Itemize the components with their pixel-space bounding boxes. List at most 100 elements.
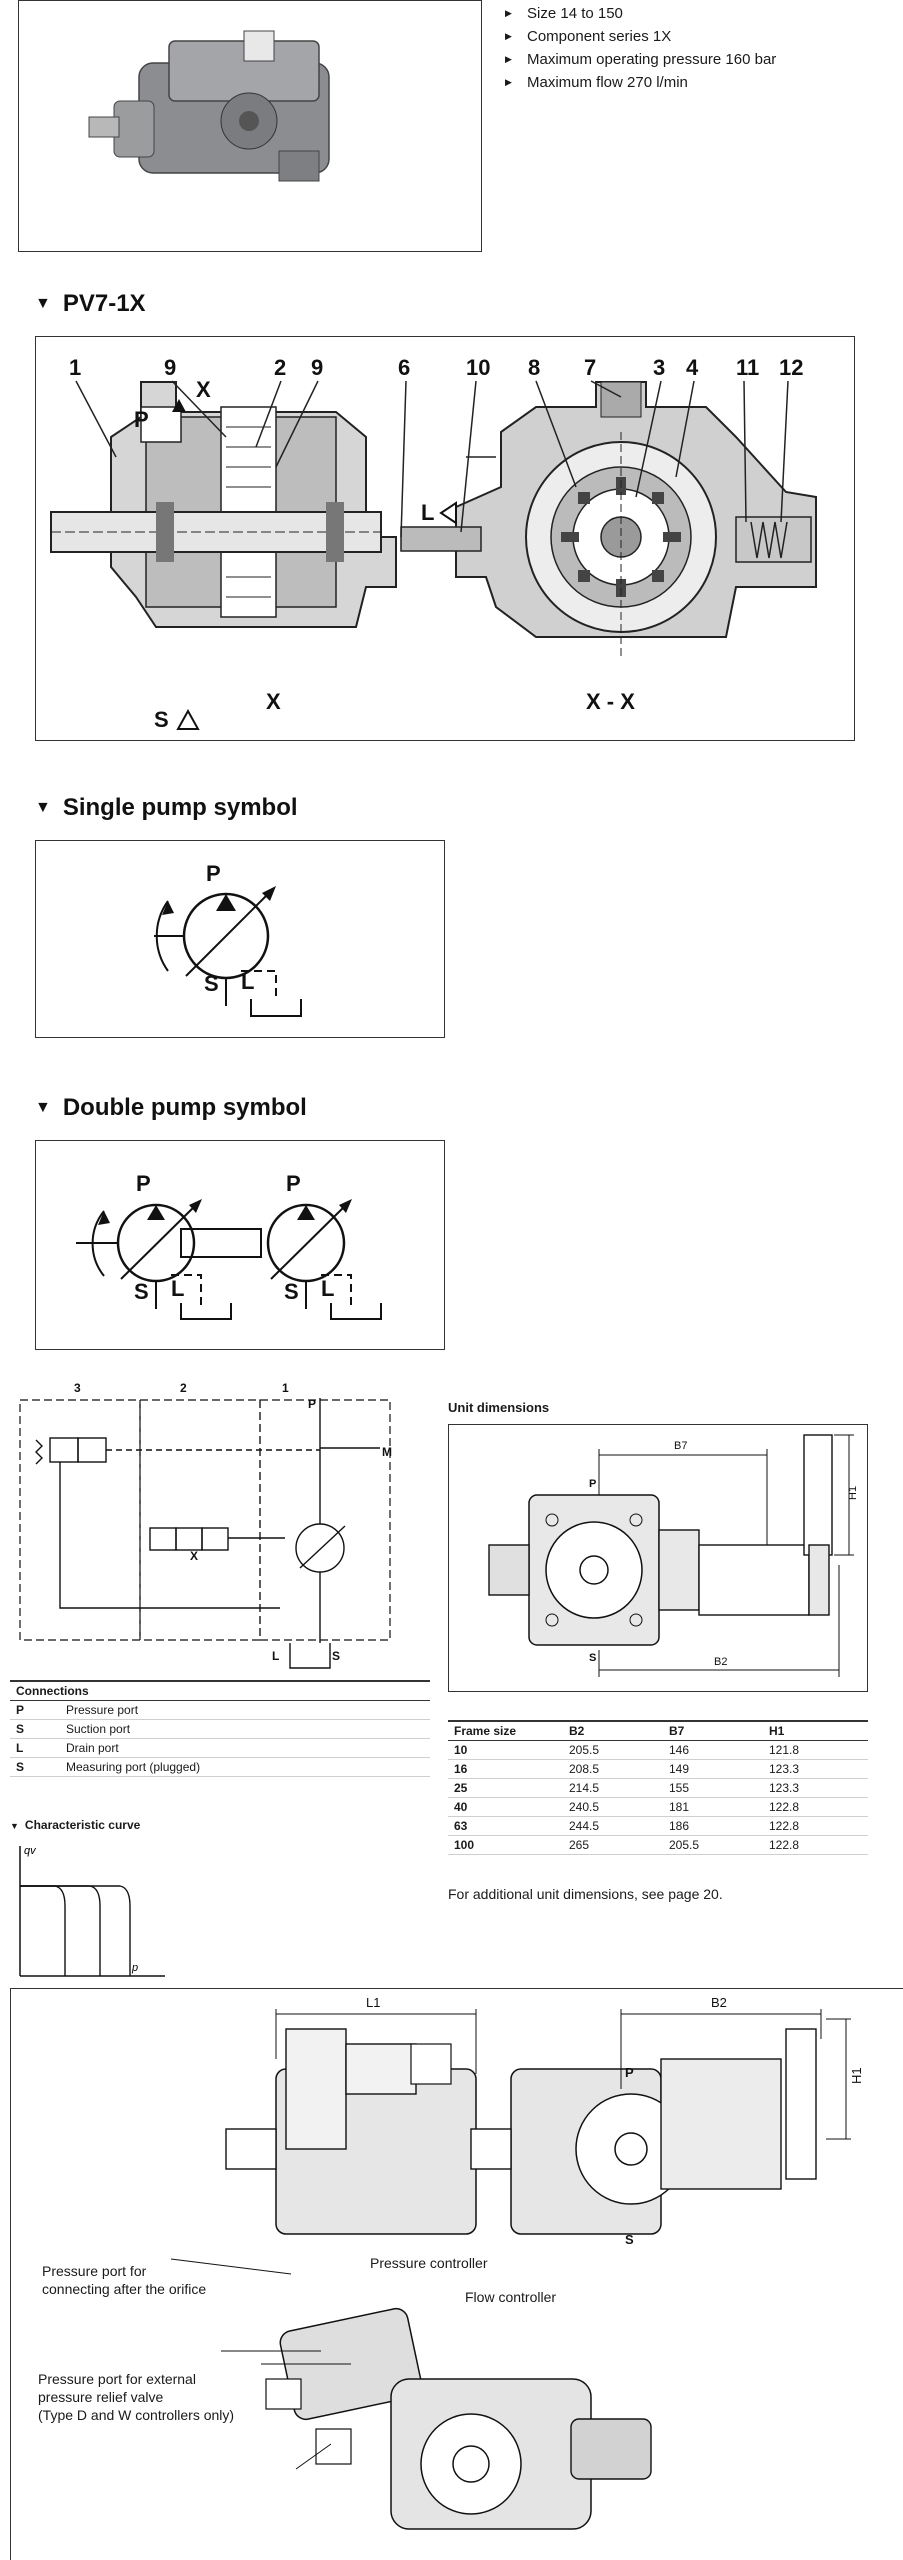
desc-cell: Pressure port (60, 1700, 430, 1720)
schematic-label: 3 (74, 1381, 81, 1395)
port-label: P (136, 1171, 151, 1196)
callout-number: 4 (686, 355, 699, 380)
curve-y-label: qv (24, 1845, 37, 1857)
double-pump-symbol: P S L P S L (76, 1171, 382, 1320)
schematic-label: 1 (282, 1381, 289, 1395)
product-image-frame (18, 0, 482, 252)
port-label: P (206, 861, 221, 886)
port-cell: S (10, 1719, 60, 1739)
b7-cell: 181 (663, 1797, 763, 1817)
schematic-label: 2 (180, 1381, 187, 1395)
dim-label: P (589, 1478, 596, 1490)
unit-dimensions-drawing: B7 B2 H1 P S (488, 1434, 859, 1677)
column-header: B7 (663, 1720, 763, 1741)
suction-triangle-icon (176, 708, 200, 730)
table-row: L Drain port (10, 1738, 430, 1758)
b7-cell: 186 (663, 1816, 763, 1836)
hydraulic-schematic: 3 2 1 P M L S X (19, 1381, 392, 1669)
table-row: 100 265 205.5 122.8 (448, 1835, 868, 1855)
connections-title: Connections (10, 1680, 430, 1701)
schematic-label: X (190, 1549, 198, 1563)
callout-flow-controller: Flow controller (465, 2289, 557, 2305)
callout-number: 3 (653, 355, 665, 380)
table-header-row: Frame size B2 B7 H1 (448, 1720, 868, 1741)
drain-triangle-icon (439, 501, 457, 525)
frame-size-cell: 63 (448, 1816, 563, 1836)
callout-relief-valve-port: Pressure port for external pressure reli… (38, 2371, 235, 2423)
h1-cell: 122.8 (763, 1835, 868, 1855)
dim-label: S (589, 1652, 596, 1664)
characteristic-curve: qv p (19, 1845, 165, 1977)
dim-label: P (625, 2065, 634, 2080)
frame-size-cell: 10 (448, 1740, 563, 1760)
frame-size-table: Frame size B2 B7 H1 10 205.5 146 121.8 1… (448, 1720, 868, 1855)
port-label: P (286, 1171, 301, 1196)
port-label: X (266, 689, 281, 714)
port-cell: P (10, 1700, 60, 1720)
bottom-drawing-frame: L1 B2 H1 P S (10, 1988, 903, 2560)
table-row: 10 205.5 146 121.8 (448, 1740, 868, 1760)
dim-label: B7 (674, 1440, 687, 1452)
port-label: X (196, 377, 211, 402)
additional-dimensions-note: For additional unit dimensions, see page… (448, 1886, 723, 1902)
dim-label: H1 (849, 2067, 864, 2084)
table-row: S Measuring port (plugged) (10, 1757, 430, 1777)
callout-number: 9 (311, 355, 323, 380)
schematic-label: S (332, 1649, 340, 1663)
schematic-label: L (272, 1649, 279, 1663)
callout-number: 8 (528, 355, 540, 380)
callout-number: 7 (584, 355, 596, 380)
b2-cell: 208.5 (563, 1759, 663, 1779)
h1-cell: 122.8 (763, 1797, 868, 1817)
connections-table: Connections P Pressure port S Suction po… (10, 1680, 430, 1777)
h1-cell: 123.3 (763, 1759, 868, 1779)
port-label: S (134, 1279, 149, 1304)
schematic-label: P (308, 1397, 316, 1411)
pump-product-illustration (88, 30, 330, 182)
table-row: P Pressure port (10, 1700, 430, 1720)
table-row: S Suction port (10, 1719, 430, 1739)
port-label: L (321, 1276, 334, 1301)
feature-item: Maximum operating pressure 160 bar (505, 48, 776, 71)
section-heading-double-pump: ▼Double pump symbol (35, 1094, 307, 1121)
b2-cell: 205.5 (563, 1740, 663, 1760)
collapse-triangle-icon: ▼ (35, 295, 51, 312)
callout-number: 10 (466, 355, 490, 380)
curve-x-label: p (131, 1962, 138, 1974)
column-header: Frame size (448, 1720, 563, 1741)
b7-cell: 149 (663, 1759, 763, 1779)
b2-cell: 244.5 (563, 1816, 663, 1836)
table-row: 63 244.5 186 122.8 (448, 1816, 868, 1836)
port-cell: L (10, 1738, 60, 1758)
callout-number: 12 (779, 355, 803, 380)
section-heading-single-pump: ▼Single pump symbol (35, 794, 298, 821)
port-cell: S (10, 1757, 60, 1777)
port-label: L (421, 500, 434, 525)
callout-number: 2 (274, 355, 286, 380)
port-label: L (171, 1276, 184, 1301)
desc-cell: Suction port (60, 1719, 430, 1739)
frame-size-cell: 16 (448, 1759, 563, 1779)
port-label: S (154, 707, 169, 732)
double-pump-symbol-frame: P S L P S L (35, 1140, 445, 1350)
frame-size-cell: 40 (448, 1797, 563, 1817)
section-heading-pv7: ▼PV7-1X (35, 290, 146, 317)
h1-cell: 123.3 (763, 1778, 868, 1798)
callout-number: 6 (398, 355, 410, 380)
frame-size-cell: 25 (448, 1778, 563, 1798)
b2-cell: 214.5 (563, 1778, 663, 1798)
h1-cell: 121.8 (763, 1740, 868, 1760)
dim-label: H1 (847, 1486, 859, 1500)
frame-size-cell: 100 (448, 1835, 563, 1855)
callout-number: 1 (69, 355, 81, 380)
port-label: S (284, 1279, 299, 1304)
callout-number: 11 (736, 355, 759, 380)
desc-cell: Measuring port (plugged) (60, 1757, 430, 1777)
port-label: S (204, 971, 219, 996)
feature-item: Component series 1X (505, 25, 776, 48)
table-row: 16 208.5 149 123.3 (448, 1759, 868, 1779)
column-header: H1 (763, 1720, 868, 1741)
dim-label: L1 (366, 1995, 380, 2010)
section-label: X - X (586, 689, 635, 714)
unit-dimensions-frame: B7 B2 H1 P S (448, 1424, 868, 1692)
